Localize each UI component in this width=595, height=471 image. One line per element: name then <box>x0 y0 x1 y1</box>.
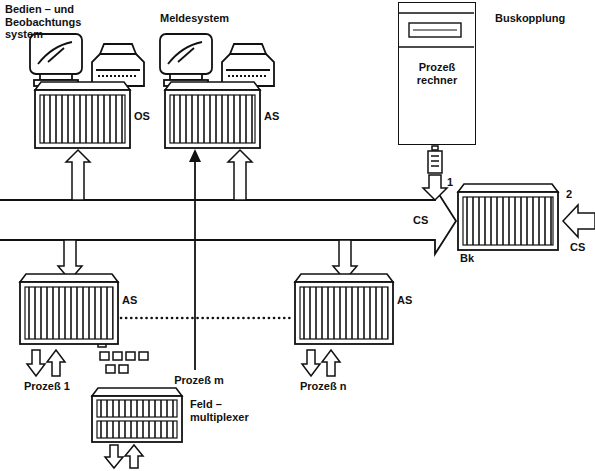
rack-top <box>20 274 118 282</box>
rack-slots <box>97 421 177 438</box>
module-square <box>98 340 148 373</box>
arrow-head <box>189 149 201 162</box>
rack-symbol <box>458 183 558 251</box>
rack-unit: AS <box>295 282 393 344</box>
cabinet-panel-line <box>413 30 457 31</box>
rack-slots <box>25 287 113 339</box>
rack-symbol <box>35 81 130 149</box>
caption-label: Bedien – und Beobachtungs system <box>5 3 100 41</box>
rack-unit: OS <box>35 90 130 148</box>
unit-label: AS <box>397 294 427 307</box>
unit-label: OS <box>134 110 164 123</box>
caption-label: Prozeß 1 <box>24 380 94 393</box>
caption-label: 1 <box>447 176 461 189</box>
caption-label: Buskopplung <box>495 12 590 25</box>
rack-unit: AS <box>20 282 118 344</box>
caption-label: Prozeß n <box>300 380 370 393</box>
rack-frame <box>165 90 260 148</box>
caption-label: Prozeß m <box>168 374 230 387</box>
dotted-link <box>121 317 292 320</box>
cabinet-edge <box>399 46 474 47</box>
bus-arrow <box>58 146 595 280</box>
rack-unit: AS <box>165 90 260 148</box>
rack-frame <box>458 192 558 250</box>
rack-top <box>458 184 558 192</box>
rack-symbol <box>20 273 118 345</box>
node-label: Prozeß rechner <box>405 61 469 86</box>
cabinet-panel <box>409 23 461 37</box>
rack-top <box>295 274 393 282</box>
rack-unit: Feld – multiplexer <box>92 396 182 442</box>
rack-slots <box>463 197 553 245</box>
cabinet-detail <box>399 3 474 63</box>
rack-slots <box>170 95 255 143</box>
rack-symbol <box>295 273 393 345</box>
computer-cabinet: Prozeß rechner <box>398 2 476 145</box>
rack-slots <box>300 287 388 339</box>
caption-label: 2 <box>566 188 580 201</box>
signal-line <box>194 160 196 370</box>
rack-top <box>165 82 260 90</box>
process-arrow <box>27 350 340 468</box>
printer <box>92 44 274 86</box>
rack-slots <box>40 95 125 143</box>
rack-frame <box>295 282 393 344</box>
caption-label: Meldesystem <box>160 12 250 25</box>
cabinet-edge <box>399 12 474 13</box>
unit-label: AS <box>122 294 152 307</box>
rack-frame <box>35 90 130 148</box>
rack-top <box>92 388 182 396</box>
rack-frame <box>20 282 118 344</box>
monitor <box>30 34 212 86</box>
unit-label: Bk <box>460 252 490 265</box>
rack-frame <box>92 396 182 442</box>
unit-label: AS <box>264 110 294 123</box>
unit-label: Feld – multiplexer <box>190 398 270 423</box>
caption-label: CS <box>412 214 436 227</box>
rack-slots <box>97 400 177 417</box>
caption-label: CS <box>570 241 594 254</box>
rack-unit: Bk <box>458 192 558 250</box>
rack-symbol <box>165 81 260 149</box>
rack-top <box>35 82 130 90</box>
rack-symbol <box>92 387 182 443</box>
